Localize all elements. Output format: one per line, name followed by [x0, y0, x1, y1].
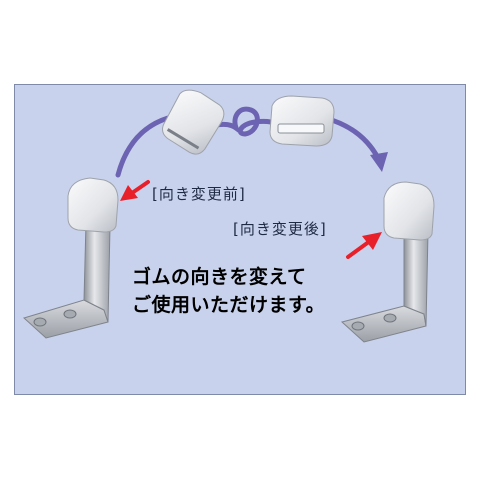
caption-line-1: ゴムの向きを変えて: [132, 266, 307, 288]
bracket-before: [23, 177, 119, 339]
rubber-cap-rotating-2: [269, 95, 335, 147]
pointer-arrow-before: [120, 180, 150, 201]
pointer-arrow-after: [346, 232, 382, 259]
caption-line-2: ご使用いただけます。: [132, 294, 326, 316]
label-after-change: [向き変更後]: [233, 220, 327, 238]
label-before-change: [向き変更前]: [152, 185, 246, 203]
rubber-cap-rotating-1: [161, 89, 225, 155]
rotation-arrow: [115, 106, 381, 178]
bracket-after: [340, 181, 435, 343]
rotation-arrowhead: [370, 152, 388, 172]
